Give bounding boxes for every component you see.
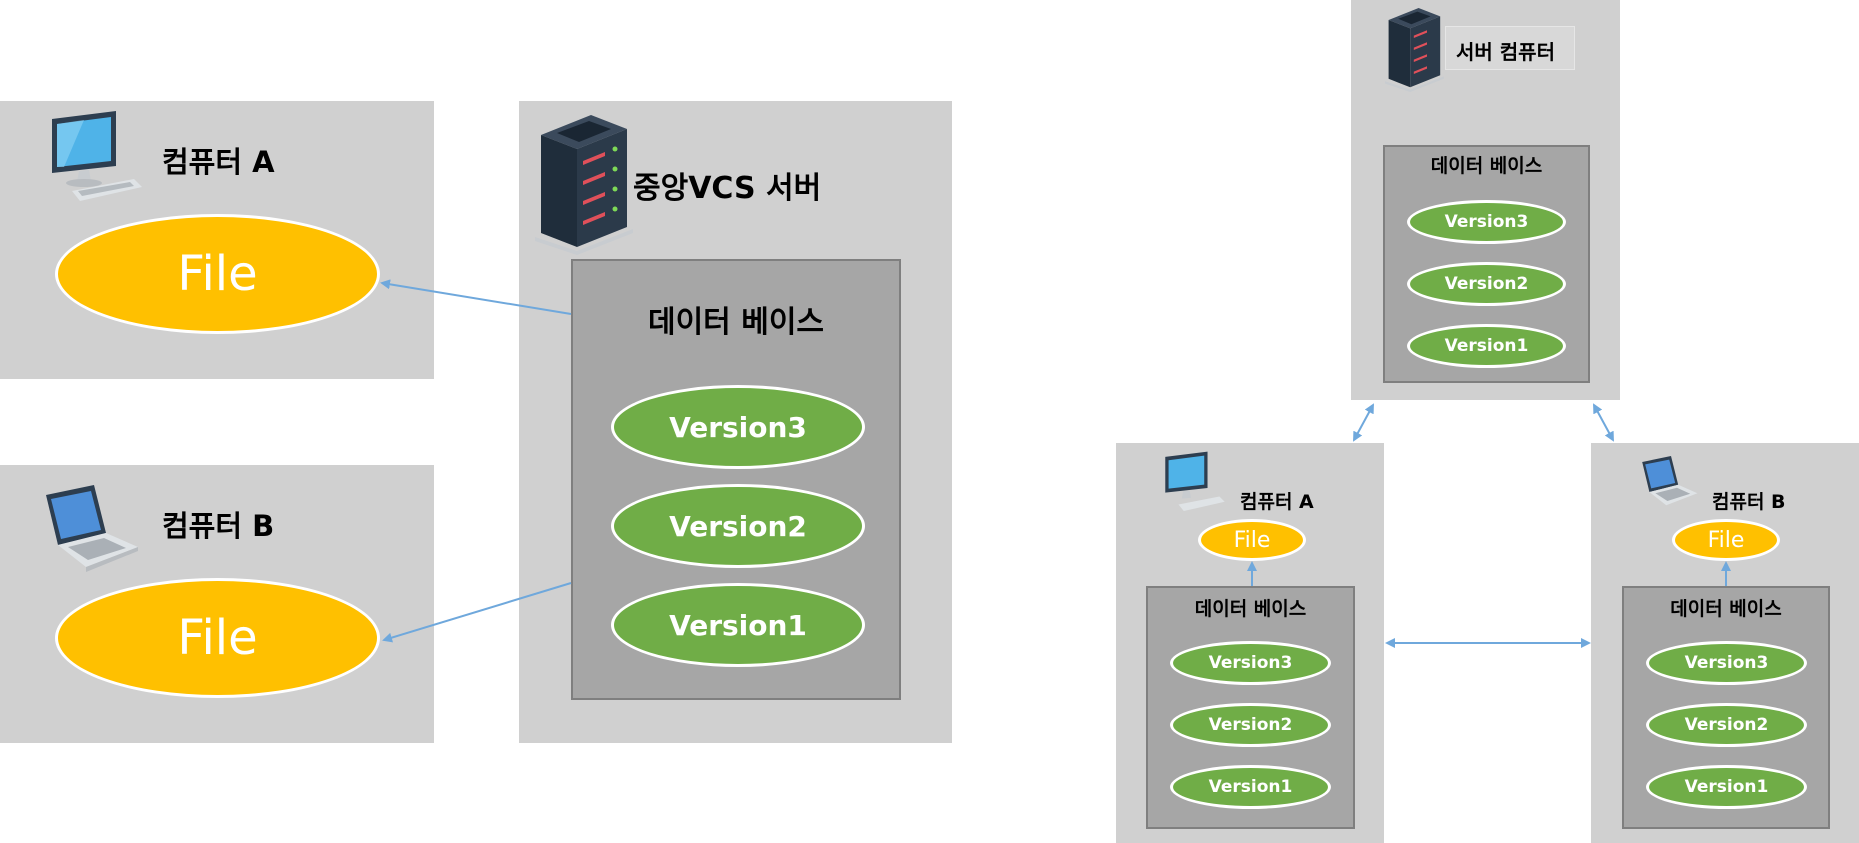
computer-a-version-2: Version2	[1170, 703, 1331, 747]
central-database: 데이터 베이스 Version3 Version2 Version1	[571, 259, 901, 700]
central-vcs-server-panel: 중앙VCS 서버 데이터 베이스 Version3 Version2 Versi…	[519, 101, 952, 743]
computer-a-version-1: Version1	[1170, 765, 1331, 809]
server-title-badge	[1445, 26, 1575, 70]
server-version-1: Version1	[1407, 324, 1566, 368]
distributed-computer-b-title: 컴퓨터 B	[1712, 491, 1786, 513]
arrow-server-computer-a-sync	[1353, 403, 1374, 442]
distributed-computer-a-panel: 컴퓨터 A File 데이터 베이스 Version3 Version2 Ver…	[1116, 443, 1384, 843]
distributed-computer-a-title: 컴퓨터 A	[1240, 491, 1314, 513]
distributed-server-panel: 서버 컴퓨터 데이터 베이스 Version3 Version2 Version…	[1351, 0, 1620, 400]
laptop-icon	[1642, 456, 1698, 506]
distributed-computer-b-database-title: 데이터 베이스	[1670, 598, 1782, 620]
distributed-computer-a-database-title: 데이터 베이스	[1194, 598, 1307, 620]
laptop-icon	[46, 485, 138, 572]
computer-b-panel: 컴퓨터 B File	[0, 465, 434, 743]
distributed-computer-b-file: File	[1672, 519, 1780, 561]
distributed-computer-a-file: File	[1198, 519, 1306, 561]
central-database-title: 데이터 베이스	[647, 305, 825, 340]
desktop-computer-icon	[1165, 451, 1225, 512]
central-server-title: 중앙VCS 서버	[633, 171, 822, 206]
server-rack-icon	[535, 115, 633, 255]
distributed-server-title: 서버 컴퓨터	[1456, 40, 1555, 64]
central-version-2: Version2	[611, 484, 865, 568]
distributed-computer-a-database: 데이터 베이스 Version3 Version2 Version1	[1146, 586, 1355, 829]
computer-b-file: File	[55, 578, 380, 698]
distributed-server-database-title: 데이터 베이스	[1430, 155, 1543, 177]
desktop-computer-icon	[52, 111, 142, 201]
computer-a-version-3: Version3	[1170, 641, 1331, 685]
distributed-server-database: 데이터 베이스 Version3 Version2 Version1	[1383, 145, 1590, 383]
computer-b-version-1: Version1	[1646, 765, 1807, 809]
computer-a-panel: 컴퓨터 A File	[0, 101, 434, 379]
computer-b-version-2: Version2	[1646, 703, 1807, 747]
central-version-1: Version1	[611, 583, 865, 667]
server-version-2: Version2	[1407, 262, 1566, 306]
central-version-3: Version3	[611, 385, 865, 469]
distributed-computer-b-database: 데이터 베이스 Version3 Version2 Version1	[1622, 586, 1830, 829]
computer-b-title: 컴퓨터 B	[162, 509, 275, 543]
distributed-computer-b-panel: 컴퓨터 B File 데이터 베이스 Version3 Version2 Ver…	[1591, 443, 1859, 843]
arrow-server-computer-b-sync	[1593, 403, 1614, 442]
server-version-3: Version3	[1407, 200, 1566, 244]
computer-a-title: 컴퓨터 A	[162, 145, 275, 179]
computer-a-file: File	[55, 214, 380, 334]
server-rack-icon	[1385, 8, 1444, 92]
computer-b-version-3: Version3	[1646, 641, 1807, 685]
